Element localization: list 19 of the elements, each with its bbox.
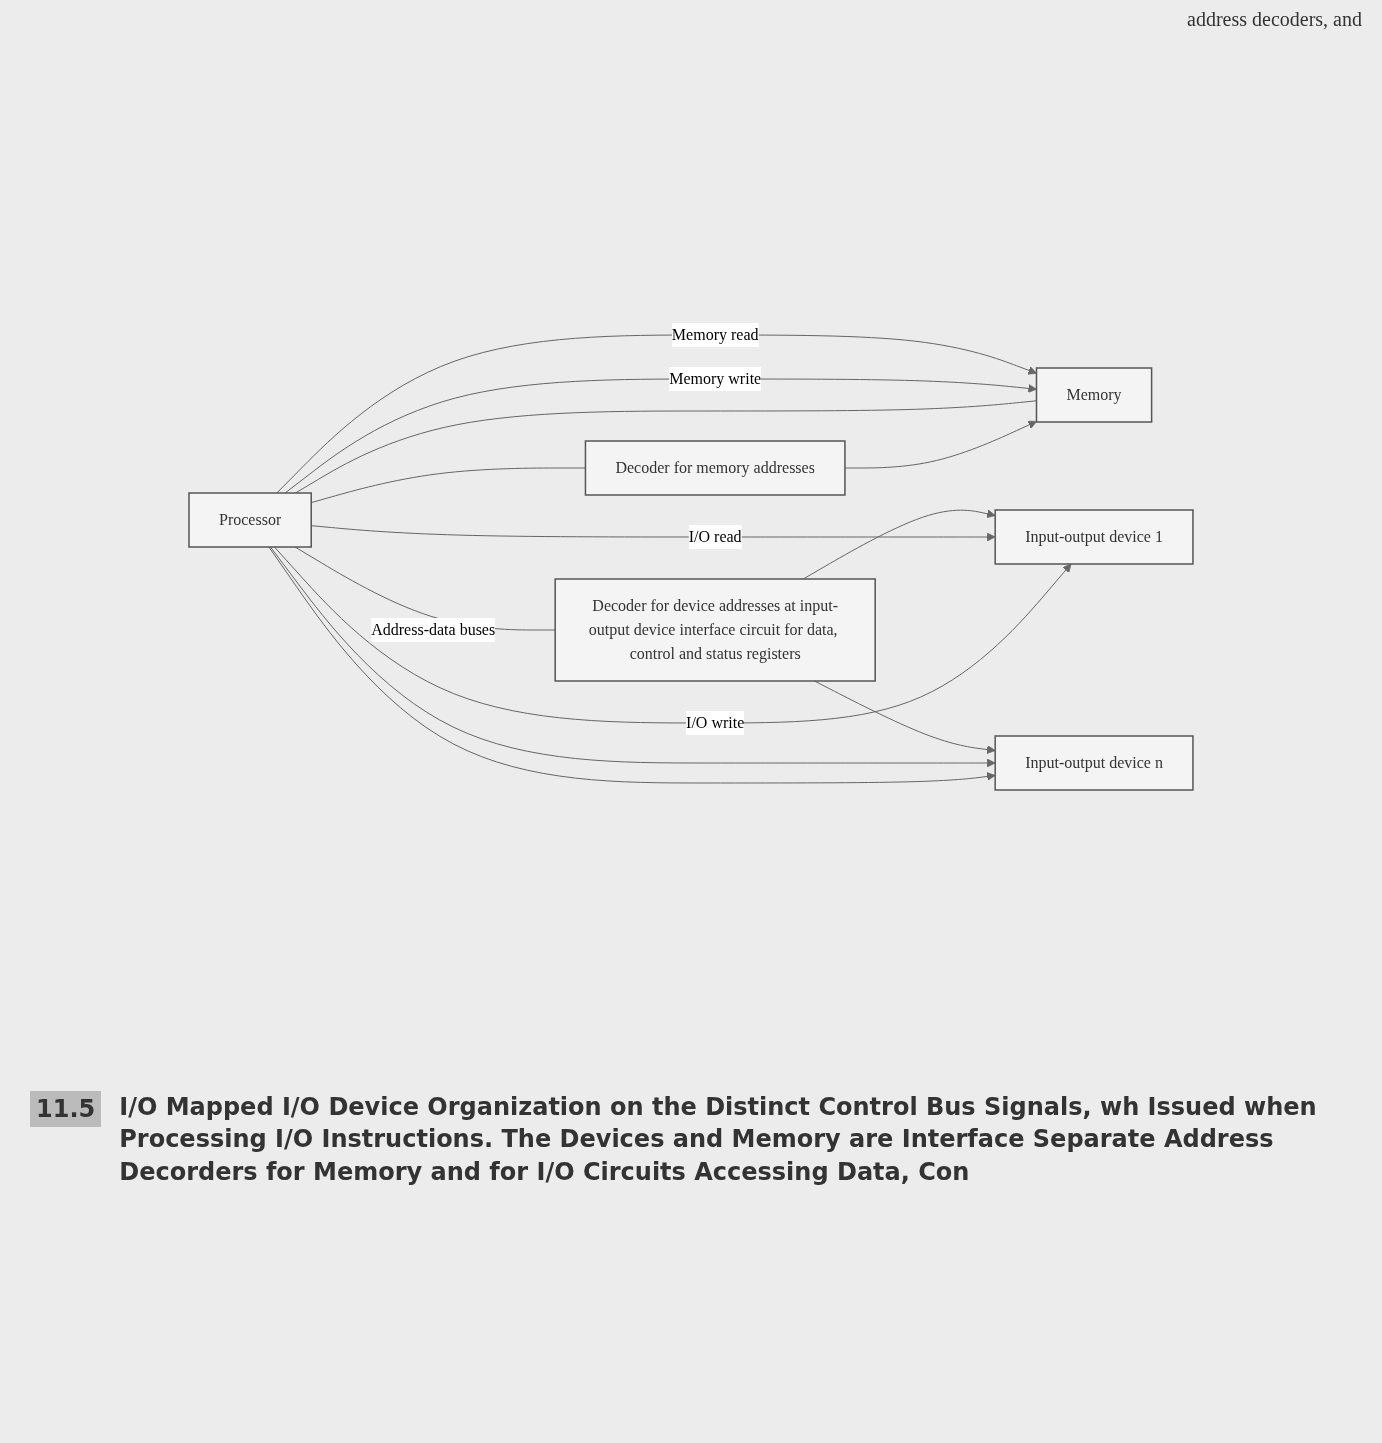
edge-label: Memory read [671,325,759,343]
node-box: Input-output device n [994,734,1194,791]
arrow [844,420,1037,468]
edge-label: Address-data buses [371,620,496,638]
caption: I/O Mapped I/O Device Organization on the Distinct Control Bus Signals, wh Issued when Processing I/O Instructions. The Devices and Memory are Interface Separate Address Decorders for Memory and for I/O Circuits Accessing Data, Con [119,1092,1318,1188]
edge-label: I/O read [688,527,742,545]
connector [295,399,1038,493]
node-box: Decoder for memory addresses [584,439,846,496]
arrow [814,680,996,754]
arrow [284,378,1037,493]
arrow [276,334,1037,493]
node-box: Input-output device 1 [994,508,1194,565]
figure-number: 11.5 [30,1091,102,1128]
node-box: Decoder for device addresses at input-output device interface circuit for data, control and status registers [554,577,876,682]
node-box: Memory [1035,366,1153,423]
node-box: Processor [188,491,312,548]
edge-label: Memory write [669,369,762,387]
edge-label: I/O write [686,713,745,731]
text-fragment: address decoders, and [1187,8,1362,30]
